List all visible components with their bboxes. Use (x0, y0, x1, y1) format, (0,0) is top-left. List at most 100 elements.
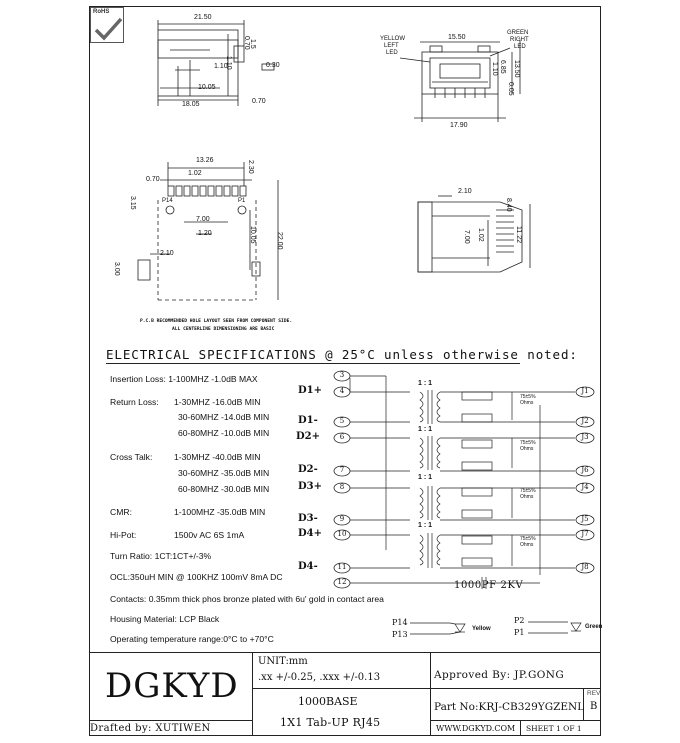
drawing-frame (89, 6, 601, 736)
dimension-label: 15.50 (448, 34, 466, 41)
transformer-ratio: 1 : 1 (418, 426, 433, 433)
cmr-value: 1-100MHZ -35.0dB MIN (174, 507, 266, 517)
pcb-pin-p14: P14 (162, 198, 173, 204)
led-yellow-label: Yellow (472, 626, 491, 632)
green-led-label-2: RIGHT (510, 37, 529, 43)
checkmark-icon (94, 17, 123, 41)
turn-ratio: Turn Ratio: 1CT:1CT+/-3% (110, 551, 212, 561)
schematic-jack-pin: J3 (581, 433, 589, 441)
dimension-label: 0.05 (507, 82, 514, 96)
dimension-label: 6.85 (499, 60, 506, 74)
ocl: OCL:350uH MIN @ 100KHZ 100mV 8mA DC (110, 572, 283, 582)
dimension-label: 1.10 (491, 62, 498, 76)
cross-talk-row-2: 30-60MHZ -35.0dB MIN (178, 468, 270, 478)
dimension-label: 21.50 (194, 14, 212, 21)
schematic-jack-pin: J2 (581, 417, 589, 425)
schematic-signal-label: D4- (298, 561, 318, 572)
cross-talk-label: Cross Talk: (110, 452, 153, 462)
schematic-pin-number: 4 (339, 387, 345, 395)
yellow-led-label-3: LED (386, 50, 398, 56)
dimension-label: 18.05 (182, 101, 200, 108)
cap-label: 1000PF 2KV (454, 580, 524, 591)
schematic-pin-circles (333, 370, 595, 589)
transformer-4 (419, 533, 575, 569)
operating-temperature: Operating temperature range:0°C to +70°C (110, 634, 274, 644)
cmr-label: CMR: (110, 507, 132, 517)
schematic-pin-number: 9 (339, 515, 345, 523)
led-green-pin-2: P1 (514, 628, 525, 637)
resistor-label: Ohms (520, 400, 534, 406)
rev-value: B (590, 701, 598, 712)
resistor-label: Ohms (520, 542, 534, 548)
led-green-label: Green (585, 624, 603, 630)
schematic-jack-pin: J5 (581, 515, 589, 523)
return-loss-row-2: 30-60MHZ -14.0dB MIN (178, 412, 270, 422)
dimension-label: 0.70 (252, 98, 266, 105)
dimension-label: 7.00 (196, 216, 210, 223)
title-line-1: 1000BASE (298, 695, 358, 708)
schematic-jack-pin: J4 (581, 483, 589, 491)
schematic-pin-number: 11 (337, 563, 347, 571)
company-logo-text: DGKYD (105, 666, 239, 706)
green-led-label-1: GREEN (507, 30, 529, 36)
led-yellow-pin-2: P13 (392, 630, 408, 639)
part-number: Part No:KRJ-CB329YGZENL (434, 701, 585, 713)
housing-material: Housing Material: LCP Black (110, 614, 220, 624)
dimension-label: 7.00 (463, 230, 470, 244)
schematic (346, 375, 582, 635)
schematic-pin-number: 3 (339, 371, 345, 379)
resistor-label: Ohms (520, 446, 534, 452)
dimension-label: 10.05 (198, 84, 216, 91)
unit-label: UNIT:mm (258, 656, 308, 667)
pcb-pin-p1: P1 (238, 198, 246, 204)
dimension-label: 0.30 (266, 62, 280, 69)
tolerance: .xx +/-0.25, .xxx +/-0.13 (258, 672, 381, 683)
schematic-signal-label: D3- (298, 513, 318, 524)
title-line-2: 1X1 Tab-UP RJ45 (280, 716, 381, 729)
dimension-label: 11.22 (515, 226, 522, 243)
dimension-label: 1.5 (249, 39, 256, 49)
resistor-label: 75±5% (520, 488, 536, 494)
dimension-label: 22.00 (276, 232, 283, 250)
approved-by: Approved By: JP.GONG (434, 669, 565, 681)
schematic-signal-label: D2+ (296, 431, 321, 442)
resistor-label: 75±5% (520, 394, 536, 400)
website: WWW.DGKYD.COM (436, 724, 516, 733)
schematic-jack-pin: J8 (581, 563, 589, 571)
schematic-jack-pin: J7 (581, 530, 589, 538)
rohs-badge: RoHS (90, 7, 124, 43)
electrical-spec-underline (106, 363, 520, 364)
schematic-signal-label: D1+ (298, 385, 323, 396)
dimension-label: 0.70 (146, 176, 160, 183)
schematic-pin-number: 5 (339, 417, 345, 425)
dimension-label: 13.26 (196, 157, 214, 164)
transformer-3 (419, 486, 575, 521)
pcb-pins (167, 185, 247, 197)
resistor-label: 75±5% (520, 536, 536, 542)
dimension-label: 1.20 (198, 230, 212, 237)
transformer-2 (419, 436, 575, 472)
pcb-layout (137, 162, 279, 301)
drafted-by: Drafted by: XUTIWEN (90, 723, 211, 734)
insertion-loss: Insertion Loss: 1-100MHZ -1.0dB MAX (110, 374, 258, 384)
dimension-label: 3.15 (129, 196, 136, 210)
dimension-label: 13.50 (513, 60, 520, 78)
schematic-pin-number: 7 (339, 466, 345, 474)
dimension-label: 1.02 (188, 170, 202, 177)
transformer-ratio: 1 : 1 (418, 522, 433, 529)
return-loss-label: Return Loss: (110, 397, 159, 407)
dimension-label: 2.10 (160, 250, 174, 257)
transformer-ratio: 1 : 1 (418, 380, 433, 387)
side-view (157, 20, 275, 106)
front-view (399, 40, 521, 122)
resistor-label: Ohms (520, 494, 534, 500)
schematic-signal-label: D4+ (298, 528, 323, 539)
led-green-pin-1: P2 (514, 616, 525, 625)
schematic-jack-pin: J6 (581, 466, 589, 474)
dimension-label: 8.40 (505, 198, 512, 212)
electrical-spec-title: ELECTRICAL SPECIFICATIONS @ 25°C unless … (106, 347, 578, 362)
dimension-label: 3.00 (113, 262, 120, 276)
rohs-label: RoHS (93, 9, 110, 15)
schematic-signal-label: D1- (298, 415, 318, 426)
